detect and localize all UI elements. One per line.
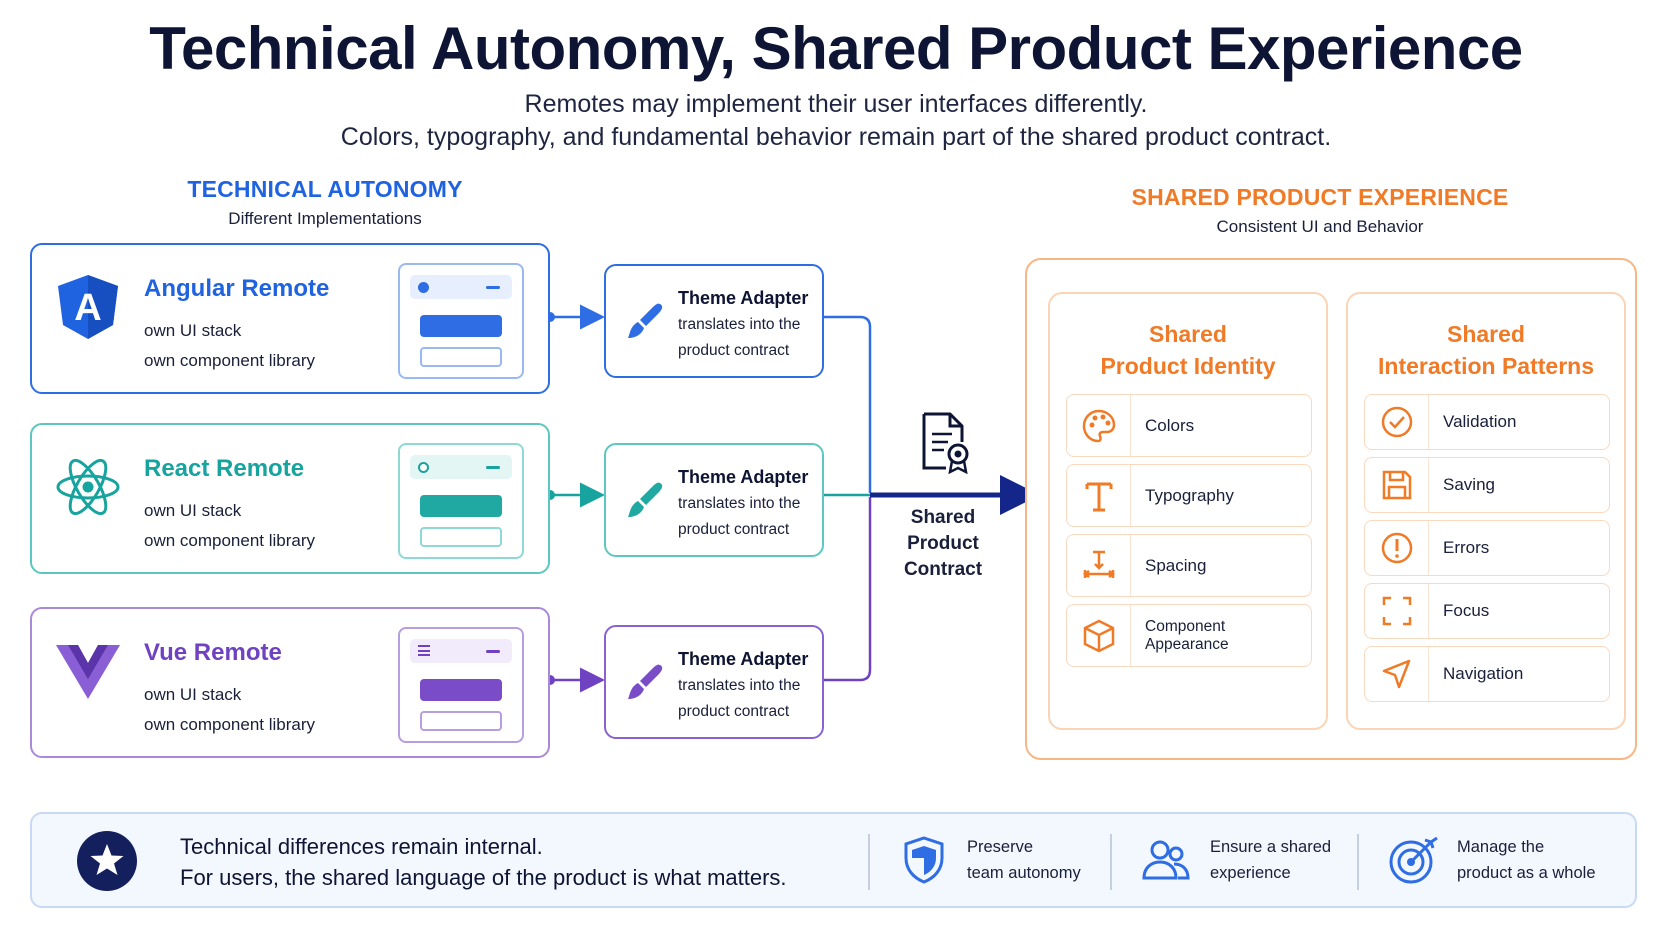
palette-icon [1082, 409, 1115, 442]
interaction-item-label: Focus [1443, 601, 1490, 620]
angular-logo-icon: A [58, 275, 118, 339]
identity-item-label: Colors [1145, 415, 1195, 435]
footer-divider [868, 834, 870, 890]
subtitle-line-2: Colors, typography, and fundamental beha… [340, 123, 1332, 151]
interaction-item-validation: Validation [1364, 394, 1610, 450]
identity-item-label: Spacing [1145, 555, 1207, 575]
shared-experience-heading: SHARED PRODUCT EXPERIENCE [1131, 184, 1509, 210]
footer-statement-line-1: Technical differences remain internal. [180, 834, 543, 859]
certificate-document-icon [922, 412, 969, 474]
react-remote-name: React Remote [144, 455, 305, 482]
interaction-item-label: Errors [1443, 538, 1490, 557]
identity-item-colors: Colors [1066, 394, 1312, 457]
paintbrush-icon [628, 482, 663, 517]
identity-item-component-appearance: Component Appearance [1066, 604, 1312, 667]
contract-line-3: Contract [903, 559, 983, 580]
technical-autonomy-heading: TECHNICAL AUTONOMY [187, 176, 463, 202]
alert-circle-icon [1381, 532, 1412, 564]
vue-remote-card: Vue Remote own UI stack own component li… [30, 607, 550, 758]
interaction-patterns-title: Shared Interaction Patterns [1378, 321, 1594, 379]
angular-ui-mockup [398, 263, 524, 379]
vue-logo-icon [56, 645, 120, 699]
interaction-item-errors: Errors [1364, 520, 1610, 576]
interaction-item-label: Saving [1443, 475, 1495, 494]
angular-remote-card: A Angular Remote own UI stack own compon… [30, 243, 550, 394]
svg-text:A: A [74, 287, 101, 329]
react-remote-line-1: own UI stack [144, 501, 242, 520]
cube-icon [1083, 619, 1114, 652]
technical-autonomy-header: TECHNICAL AUTONOMY Different Implementat… [150, 176, 500, 229]
focus-frame-icon [1382, 596, 1411, 626]
technical-autonomy-subheading: Different Implementations [228, 209, 422, 228]
contract-line-1: Shared [910, 507, 976, 528]
angular-remote-line-2: own component library [144, 351, 316, 370]
footer-point-experience: Ensure a shared experience [1210, 838, 1332, 882]
product-identity-title: Shared Product Identity [1100, 321, 1276, 379]
theme-adapter-line-2: product contract [678, 521, 790, 538]
theme-adapter-title: Theme Adapter [678, 649, 809, 669]
vue-ui-mockup [398, 627, 524, 743]
react-remote-line-2: own component library [144, 531, 316, 550]
adapter-to-contract-lines [824, 315, 872, 682]
footer-point-autonomy: Preserve team autonomy [967, 838, 1081, 882]
react-ui-mockup [398, 443, 524, 559]
navigation-arrow-icon [1382, 659, 1410, 689]
angular-remote-line-1: own UI stack [144, 321, 242, 340]
subtitle-line-1: Remotes may implement their user interfa… [524, 90, 1148, 118]
users-icon [1142, 840, 1190, 880]
page-title: Technical Autonomy, Shared Product Exper… [149, 15, 1523, 82]
shared-interaction-patterns-panel: Shared Interaction Patterns Validation S… [1346, 292, 1626, 730]
theme-adapter-line-1: translates into the [678, 495, 801, 512]
react-remote-card: React Remote own UI stack own component … [30, 423, 550, 574]
target-icon [1389, 836, 1438, 884]
footer-divider [1110, 834, 1112, 890]
angular-remote-name: Angular Remote [144, 275, 330, 302]
theme-adapter-line-2: product contract [678, 703, 790, 720]
vue-remote-line-2: own component library [144, 715, 316, 734]
footer-statement-line-2: For users, the shared language of the pr… [180, 865, 787, 890]
vue-remote-name: Vue Remote [144, 639, 282, 666]
check-circle-icon [1381, 406, 1412, 438]
identity-item-label: Typography [1145, 485, 1234, 505]
theme-adapter-line-2: product contract [678, 342, 790, 359]
shield-icon [904, 836, 944, 884]
footer-point-product: Manage the product as a whole [1457, 838, 1596, 882]
interaction-item-saving: Saving [1364, 457, 1610, 513]
identity-item-spacing: Spacing [1066, 534, 1312, 597]
theme-adapter-angular: Theme Adapter translates into the produc… [604, 264, 824, 378]
interaction-item-label: Validation [1443, 412, 1517, 431]
shared-product-contract-label: Shared Product Contract [888, 505, 998, 583]
theme-adapter-line-1: translates into the [678, 316, 801, 333]
react-logo-icon [56, 458, 120, 516]
theme-adapter-title: Theme Adapter [678, 288, 809, 308]
star-badge-icon [77, 831, 137, 891]
theme-adapter-line-1: translates into the [678, 677, 801, 694]
spacing-icon [1082, 550, 1115, 578]
interaction-item-navigation: Navigation [1364, 646, 1610, 702]
typography-icon [1085, 482, 1112, 511]
shared-experience-subheading: Consistent UI and Behavior [1216, 217, 1424, 236]
shared-product-identity-panel: Shared Product Identity Colors Typograph… [1048, 292, 1328, 730]
footer-divider [1357, 834, 1359, 890]
contract-line-2: Product [907, 533, 979, 554]
vue-remote-line-1: own UI stack [144, 685, 242, 704]
paintbrush-icon [628, 664, 663, 699]
footer-banner: Technical differences remain internal. F… [30, 812, 1637, 908]
identity-item-typography: Typography [1066, 464, 1312, 527]
interaction-item-label: Navigation [1443, 664, 1524, 683]
interaction-item-focus: Focus [1364, 583, 1610, 639]
theme-adapter-title: Theme Adapter [678, 467, 809, 487]
shared-experience-header: SHARED PRODUCT EXPERIENCE Consistent UI … [1120, 184, 1520, 237]
save-icon [1382, 470, 1411, 500]
remote-to-adapter-arrows [545, 304, 605, 693]
paintbrush-icon [628, 303, 663, 338]
theme-adapter-react: Theme Adapter translates into the produc… [604, 443, 824, 557]
identity-item-label: Component Appearance [1145, 617, 1229, 653]
theme-adapter-vue: Theme Adapter translates into the produc… [604, 625, 824, 739]
